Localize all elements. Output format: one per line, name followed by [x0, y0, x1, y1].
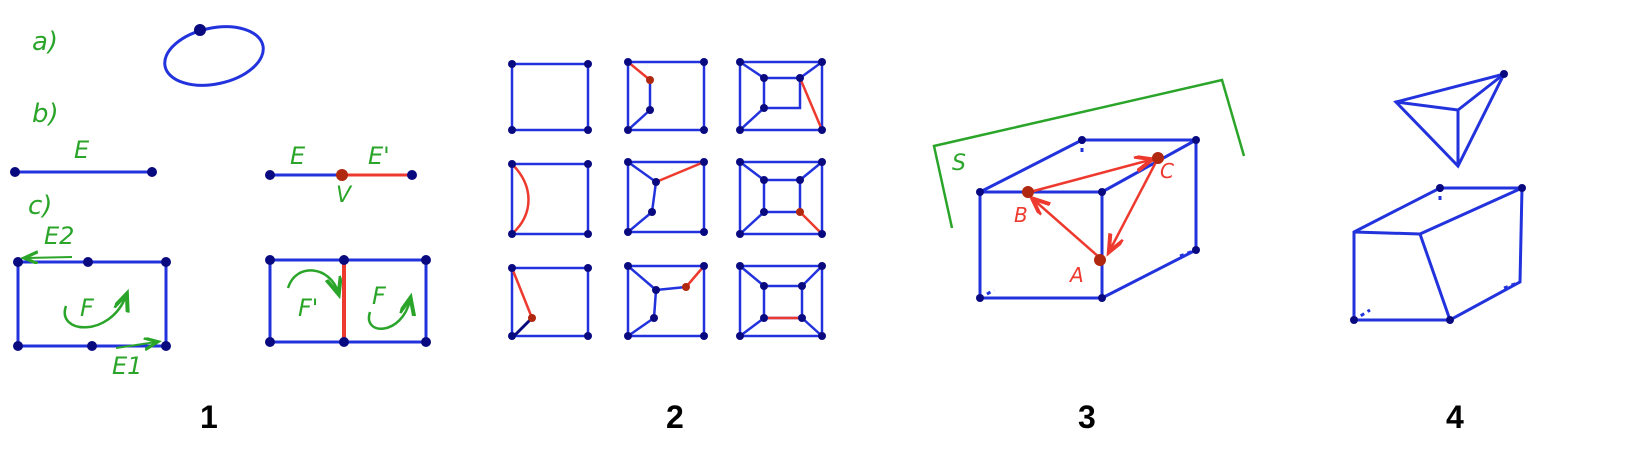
- panel-1: a) b) E E E' V c) E2: [10, 24, 431, 435]
- sweep-label: S: [952, 151, 966, 176]
- loop-ellipse: [163, 25, 265, 87]
- loop-vertex: [194, 24, 206, 36]
- grid-cell-6: [736, 158, 826, 238]
- panel-number-4: 4: [1446, 399, 1464, 435]
- point-b: [1022, 186, 1034, 198]
- grid-cell-3: [736, 58, 826, 134]
- face-label-f: F: [80, 294, 95, 322]
- label-point-b: B: [1014, 203, 1028, 227]
- face-label-fprime: F': [298, 294, 318, 322]
- cut-cube-piece: [1352, 186, 1524, 322]
- panel-number-1: 1: [200, 399, 218, 435]
- tetrahedron-piece: [1393, 71, 1507, 169]
- panel-2: 2: [508, 58, 826, 435]
- edge-label-e2: E: [290, 142, 306, 170]
- face-orientation-arrow-left: [63, 296, 126, 329]
- label-a: a): [32, 27, 58, 57]
- edge-label-e1: E1: [112, 352, 142, 380]
- panel-number-3: 3: [1078, 399, 1096, 435]
- panel-number-2: 2: [666, 399, 684, 435]
- label-point-c: C: [1160, 159, 1174, 183]
- cube-vertices: [976, 136, 1200, 302]
- label-b: b): [32, 99, 59, 129]
- grid-cell-2: [624, 58, 708, 134]
- label-c: c): [28, 191, 52, 221]
- face-label-f-right: F: [372, 282, 387, 310]
- panel-3: S A B C 3: [932, 78, 1246, 435]
- point-c: [1152, 152, 1164, 164]
- edge-label-e2-top: E2: [44, 222, 74, 250]
- label-point-a: A: [1068, 263, 1084, 287]
- grid-cell-1: [508, 60, 592, 134]
- grid-cell-5: [624, 158, 708, 236]
- face-orientation-arrow-f: [367, 300, 410, 330]
- point-a: [1094, 254, 1106, 266]
- grid-cell-9: [736, 262, 826, 340]
- edge-e-left: [10, 167, 157, 177]
- face-rectangle-right-split: [265, 255, 431, 347]
- grid-cell-7: [508, 264, 592, 340]
- edge-label-e: E: [74, 136, 90, 164]
- red-triangle-path: [1030, 160, 1156, 259]
- panel-4: 4: [1350, 70, 1526, 435]
- face-orientation-arrow-fprime: [286, 269, 338, 292]
- grid-cell-4: [508, 160, 592, 238]
- edge-label-e-prime: E': [368, 142, 390, 170]
- vertex-label-v: V: [336, 183, 353, 208]
- panel4-vertices: [1350, 70, 1526, 324]
- arrow-e1: [115, 342, 156, 348]
- sweep-surface: [932, 78, 1246, 229]
- arrow-e2: [26, 257, 73, 258]
- split-edge-right: [265, 169, 417, 181]
- grid-cell-8: [624, 262, 708, 340]
